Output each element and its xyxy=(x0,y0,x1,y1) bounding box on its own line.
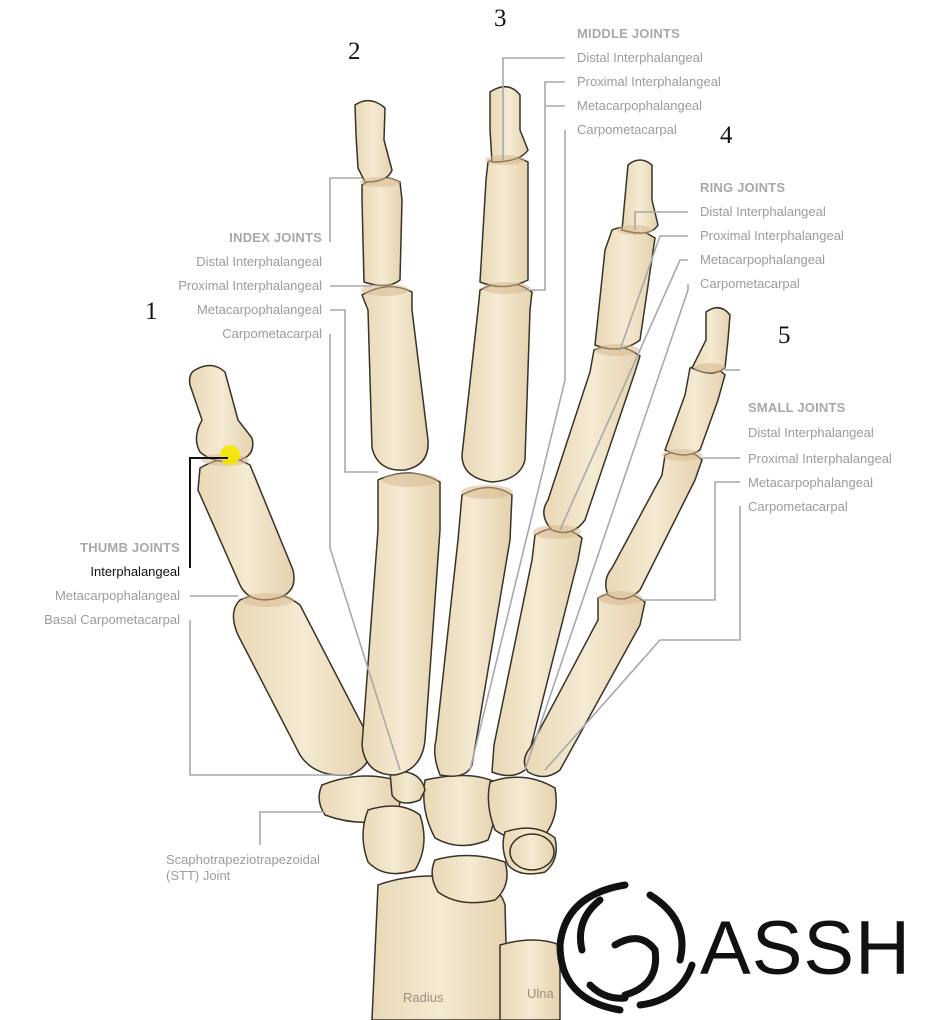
ulna-label: Ulna xyxy=(527,986,554,1001)
small-joints-heading: SMALL JOINTS xyxy=(748,400,846,415)
assh-logo-text: ASSH xyxy=(700,905,911,992)
thumb-joint-label: Interphalangeal xyxy=(90,564,180,580)
middle-joint-label: Carpometacarpal xyxy=(577,122,677,138)
middle-joints-heading: MIDDLE JOINTS xyxy=(577,26,680,41)
stt-joint-label: Scaphotrapeziotrapezoidal (STT) Joint xyxy=(166,852,356,884)
index-joint-label: Metacarpophalangeal xyxy=(197,302,322,318)
index-joint-label: Distal Interphalangeal xyxy=(196,254,322,270)
finger-number-4: 4 xyxy=(720,122,733,150)
middle-joint-label: Metacarpophalangeal xyxy=(577,98,702,114)
small-joint-label: Distal Interphalangeal xyxy=(748,425,874,441)
ring-joint-label: Carpometacarpal xyxy=(700,276,800,292)
small-joint-label: Metacarpophalangeal xyxy=(748,475,873,491)
ulna-bone xyxy=(500,940,560,1020)
ring-joint-label: Metacarpophalangeal xyxy=(700,252,825,268)
highlighted-joint-marker xyxy=(220,445,240,465)
ring-joint-label: Proximal Interphalangeal xyxy=(700,228,844,244)
ring-joints-heading: RING JOINTS xyxy=(700,180,785,195)
radius-label: Radius xyxy=(403,990,443,1005)
index-joints-heading: INDEX JOINTS xyxy=(229,230,322,245)
small-joint-label: Proximal Interphalangeal xyxy=(748,451,892,467)
finger-number-5: 5 xyxy=(778,322,791,350)
middle-joint-label: Distal Interphalangeal xyxy=(577,50,703,66)
small-joint-label: Carpometacarpal xyxy=(748,499,848,515)
thumb-joint-label: Basal Carpometacarpal xyxy=(44,612,180,628)
ring-joint-label: Distal Interphalangeal xyxy=(700,204,826,220)
finger-number-1: 1 xyxy=(145,298,158,326)
index-joint-label: Carpometacarpal xyxy=(222,326,322,342)
finger-number-3: 3 xyxy=(494,5,507,33)
finger-number-2: 2 xyxy=(348,38,361,66)
thumb-joint-label: Metacarpophalangeal xyxy=(55,588,180,604)
thumb-bones xyxy=(190,365,371,775)
assh-logo-mark xyxy=(560,885,692,1010)
index-joint-label: Proximal Interphalangeal xyxy=(178,278,322,294)
middle-joint-label: Proximal Interphalangeal xyxy=(577,74,721,90)
index-finger-bones xyxy=(355,101,440,775)
thumb-joints-heading: THUMB JOINTS xyxy=(80,540,180,555)
